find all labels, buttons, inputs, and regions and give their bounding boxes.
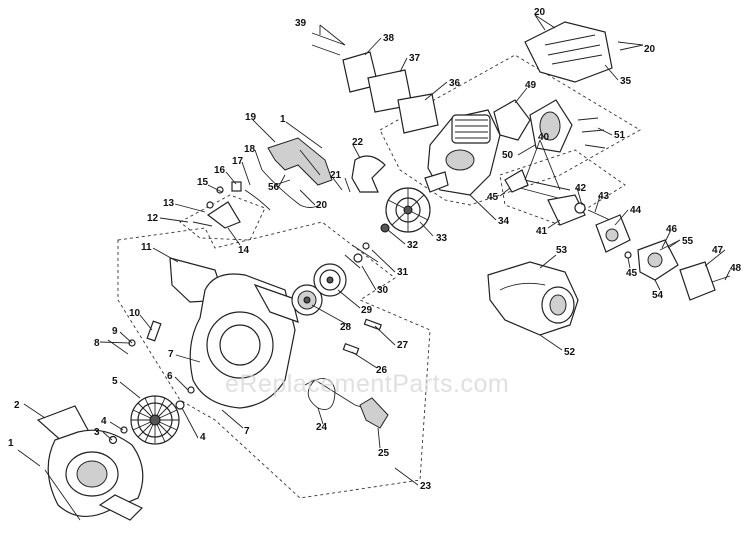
- callout-54: 54: [652, 290, 664, 301]
- flywheel-part-33: [385, 187, 431, 233]
- impeller-part-5: [130, 395, 180, 445]
- callout-28: 28: [340, 322, 352, 333]
- callout-12: 12: [147, 213, 159, 224]
- callout-11: 11: [141, 242, 152, 253]
- washer-part-45: [624, 251, 632, 259]
- fuel-tank-parts-52-53: [487, 261, 579, 336]
- nut-part-32: [380, 223, 390, 233]
- recoil-pulley-parts-28-29: [291, 263, 347, 316]
- callout-30: 30: [377, 285, 389, 296]
- leader-lines: [17, 14, 731, 521]
- clutch-parts-40-43: [504, 169, 611, 226]
- callout-33: 33: [436, 233, 448, 244]
- callout-16: 16: [214, 165, 226, 176]
- callout-40: 40: [538, 132, 550, 143]
- callout-7: 7: [244, 426, 250, 437]
- blower-housing-part-2: [36, 405, 144, 521]
- callout-25: 25: [378, 448, 390, 459]
- callout-10: 10: [129, 308, 141, 319]
- callout-1: 1: [8, 438, 14, 449]
- engine-housing-part-11: [169, 257, 299, 409]
- carburetor-parts-46-54-55: [637, 239, 681, 281]
- callout-35: 35: [620, 76, 632, 87]
- callout-3: 3: [94, 427, 100, 438]
- callout-29: 29: [361, 305, 373, 316]
- air-cleaner-parts-47-48: [679, 261, 731, 301]
- callout-32: 32: [407, 240, 419, 251]
- callout-51: 51: [614, 130, 626, 141]
- callout-18: 18: [244, 144, 256, 155]
- callout-48: 48: [730, 263, 742, 274]
- pin-parts-26-27: [342, 318, 382, 355]
- callout-20: 20: [316, 200, 328, 211]
- callout-4: 4: [101, 416, 107, 427]
- callout-20: 20: [534, 7, 546, 18]
- callout-31: 31: [397, 267, 409, 278]
- callout-38: 38: [383, 33, 395, 44]
- air-filter-parts-36-38: [342, 51, 439, 134]
- callout-22: 22: [352, 137, 364, 148]
- callout-14: 14: [238, 245, 250, 256]
- callout-52: 52: [564, 347, 576, 358]
- throttle-arm-part-22: [351, 155, 386, 193]
- callout-13: 13: [163, 198, 175, 209]
- callout-36: 36: [449, 78, 461, 89]
- handle-grip-part-19: [267, 137, 333, 186]
- callout-6: 6: [167, 371, 173, 382]
- callout-49: 49: [525, 80, 537, 91]
- callout-50: 50: [502, 150, 514, 161]
- starter-rope-part-24: [304, 378, 371, 411]
- spring-parts-30-31: [344, 242, 379, 269]
- callout-15: 15: [197, 177, 209, 188]
- callout-4: 4: [200, 432, 206, 443]
- callout-20: 20: [644, 44, 656, 55]
- callout-39: 39: [295, 18, 307, 29]
- callout-5: 5: [112, 376, 118, 387]
- callout-labels: 1 1 2 3 4 4 5 6 7 7 8 9 10 11 12 13 14 1…: [8, 7, 742, 492]
- callout-23: 23: [420, 481, 432, 492]
- callout-45: 45: [626, 268, 638, 279]
- callout-45: 45: [487, 192, 499, 203]
- top-cover-part-35: [524, 21, 613, 83]
- callout-2: 2: [14, 400, 20, 411]
- callout-42: 42: [575, 183, 587, 194]
- callout-44: 44: [630, 205, 642, 216]
- starter-handle-part-25: [359, 397, 389, 429]
- screw-parts-39: [311, 32, 346, 56]
- callout-41: 41: [536, 226, 548, 237]
- callout-47: 47: [712, 245, 724, 256]
- callout-46: 46: [666, 224, 678, 235]
- screw-parts-51: [577, 117, 606, 149]
- intake-part-44: [595, 214, 631, 253]
- callout-17: 17: [232, 156, 244, 167]
- callout-26: 26: [376, 365, 388, 376]
- callout-56: 56: [268, 182, 280, 193]
- callout-43: 43: [598, 191, 610, 202]
- engine-block-part-34: [424, 109, 501, 196]
- starter-assembly-outline: [117, 221, 431, 499]
- muffler-part-50: [529, 99, 573, 153]
- gasket-part-49: [493, 99, 531, 141]
- callout-21: 21: [330, 170, 342, 181]
- watermark-text: eReplacementParts.com: [225, 370, 509, 398]
- callout-8: 8: [94, 338, 100, 349]
- callout-7: 7: [168, 349, 174, 360]
- throttle-lever-parts-12-18: [192, 169, 321, 229]
- callout-1: 1: [280, 114, 286, 125]
- callout-9: 9: [112, 326, 118, 337]
- callout-27: 27: [397, 340, 409, 351]
- callout-53: 53: [556, 245, 568, 256]
- callout-19: 19: [245, 112, 257, 123]
- callout-24: 24: [316, 422, 328, 433]
- callout-55: 55: [682, 236, 694, 247]
- callout-34: 34: [498, 216, 510, 227]
- callout-37: 37: [409, 53, 421, 64]
